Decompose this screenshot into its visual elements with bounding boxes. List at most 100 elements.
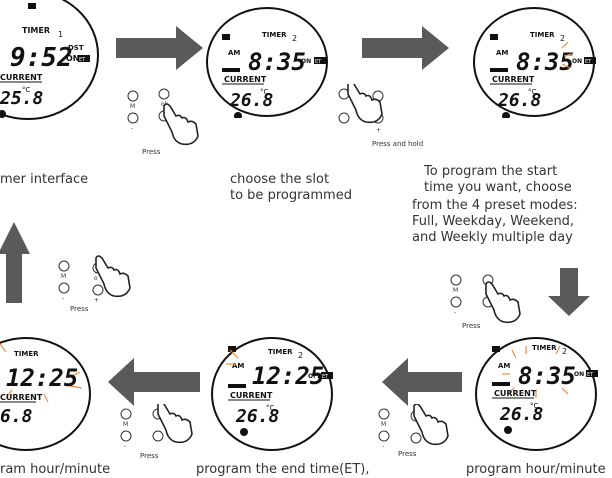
ok-button[interactable] bbox=[158, 88, 170, 100]
minus-button[interactable] bbox=[120, 430, 132, 442]
caption-choose-slot-1: choose the slot bbox=[230, 172, 330, 187]
svg-text:8:35: 8:35 bbox=[248, 48, 306, 76]
plus-button[interactable] bbox=[410, 432, 422, 444]
svg-text:26.8: 26.8 bbox=[229, 90, 273, 111]
caption-choose-slot-2: to be programmed bbox=[230, 188, 352, 203]
hand-pointer-icon bbox=[95, 255, 131, 298]
svg-text:12:25: 12:25 bbox=[6, 364, 78, 392]
press-label-3: Press bbox=[398, 450, 417, 458]
svg-text:°C: °C bbox=[266, 404, 275, 412]
plus-button[interactable] bbox=[152, 430, 164, 442]
svg-text:ET: ET bbox=[322, 374, 329, 380]
svg-text:+: + bbox=[376, 127, 381, 134]
svg-text:2: 2 bbox=[560, 34, 565, 43]
svg-text:M: M bbox=[61, 273, 66, 280]
thermostat-screen-2: AM TIMER 2 8:35 ON ET CURRENT 26.8 °C bbox=[206, 7, 328, 118]
svg-text:8:35: 8:35 bbox=[518, 362, 576, 390]
svg-text:+: + bbox=[94, 297, 99, 304]
hand-pointer-icon bbox=[347, 84, 383, 124]
svg-text:CURRENT: CURRENT bbox=[0, 393, 43, 402]
svg-text:-: - bbox=[454, 309, 456, 316]
press-and-hold-label: Press and hold bbox=[372, 140, 424, 148]
svg-text:ET: ET bbox=[315, 59, 322, 65]
svg-text:ON: ON bbox=[572, 58, 582, 65]
svg-text:TIMER: TIMER bbox=[14, 350, 39, 358]
svg-text:M: M bbox=[123, 421, 128, 428]
svg-text:°C: °C bbox=[528, 88, 537, 96]
minus-button[interactable] bbox=[338, 112, 350, 124]
arrow-right-2 bbox=[362, 26, 449, 70]
minus-button[interactable] bbox=[127, 112, 139, 124]
arrow-left-1 bbox=[382, 358, 462, 406]
svg-text:1: 1 bbox=[58, 30, 63, 39]
button-cluster-5: M - bbox=[120, 404, 193, 450]
svg-text:CURRENT: CURRENT bbox=[494, 389, 537, 398]
thermostat-screen-1: TIMER 1 9:52 DST ON ET CURRENT 25.8 °C bbox=[0, 0, 99, 120]
svg-text:CURRENT: CURRENT bbox=[0, 73, 43, 82]
svg-text:25.8: 25.8 bbox=[0, 88, 43, 109]
svg-text:TIMER: TIMER bbox=[262, 31, 287, 39]
arrow-down bbox=[548, 268, 590, 316]
svg-text:6.8: 6.8 bbox=[0, 406, 33, 427]
press-label-1: Press bbox=[142, 148, 161, 156]
caption-program-end-time: program the end time(ET), bbox=[196, 462, 370, 477]
svg-text:M: M bbox=[453, 287, 458, 294]
hand-pointer-icon bbox=[163, 103, 199, 146]
thermostat-screen-4: AM TIMER 2 8:35 ON ET CURRENT 26.8 °C bbox=[475, 337, 598, 451]
minus-button[interactable] bbox=[58, 282, 70, 294]
m-button[interactable] bbox=[120, 408, 132, 420]
press-label-4: Press bbox=[140, 452, 159, 460]
svg-text:9:52: 9:52 bbox=[10, 43, 73, 73]
svg-text:TIMER: TIMER bbox=[268, 348, 293, 356]
svg-text:CURRENT: CURRENT bbox=[230, 391, 273, 400]
svg-text:CURRENT: CURRENT bbox=[492, 75, 535, 84]
svg-text:DST: DST bbox=[68, 44, 84, 52]
button-cluster-1: M ok - bbox=[127, 88, 199, 146]
caption-program-hour-minute: program hour/minute bbox=[466, 462, 606, 477]
svg-text:ET: ET bbox=[79, 57, 86, 63]
svg-text:ON: ON bbox=[574, 371, 584, 378]
svg-text:26.8: 26.8 bbox=[497, 90, 541, 111]
svg-text:TIMER: TIMER bbox=[530, 31, 555, 39]
svg-text:AM: AM bbox=[498, 362, 510, 370]
caption-program-start-5: and Weekly multiple day bbox=[412, 230, 573, 245]
button-cluster-2: ok + bbox=[338, 84, 384, 134]
svg-text:26.8: 26.8 bbox=[499, 404, 543, 425]
svg-text:-: - bbox=[124, 443, 126, 450]
svg-text:M: M bbox=[130, 103, 135, 110]
svg-text:o: o bbox=[94, 275, 98, 282]
button-cluster-4: M - bbox=[378, 404, 449, 450]
svg-text:2: 2 bbox=[298, 351, 303, 360]
svg-text:ET: ET bbox=[585, 59, 592, 65]
svg-text:ON: ON bbox=[301, 58, 311, 65]
svg-text:-: - bbox=[382, 443, 384, 450]
m-button[interactable] bbox=[58, 260, 70, 272]
svg-text:M: M bbox=[381, 421, 386, 428]
svg-text:TIMER: TIMER bbox=[22, 26, 50, 35]
caption-program-hour-minute-2: ram hour/minute bbox=[0, 462, 111, 477]
arrow-up bbox=[0, 222, 30, 303]
svg-text:°C: °C bbox=[260, 88, 269, 96]
svg-text:OFF: OFF bbox=[308, 373, 321, 380]
svg-text:°C: °C bbox=[530, 402, 539, 410]
minus-button[interactable] bbox=[450, 296, 462, 308]
press-label-5: Press bbox=[70, 305, 89, 313]
svg-text:CURRENT: CURRENT bbox=[224, 75, 267, 84]
thermostat-screen-6: TIMER 12:25 CURRENT 6.8 bbox=[0, 337, 91, 451]
m-button[interactable] bbox=[127, 90, 139, 102]
svg-text:TIMER: TIMER bbox=[532, 344, 557, 352]
hand-pointer-icon bbox=[157, 404, 193, 444]
svg-text:AM: AM bbox=[228, 49, 240, 57]
hand-pointer-icon bbox=[413, 404, 449, 446]
m-button[interactable] bbox=[378, 408, 390, 420]
caption-program-start-4: Full, Weekday, Weekend, bbox=[412, 214, 575, 229]
minus-button[interactable] bbox=[378, 430, 390, 442]
svg-text:-: - bbox=[131, 125, 133, 132]
m-button[interactable] bbox=[450, 274, 462, 286]
caption-timer-interface: mer interface bbox=[0, 172, 89, 187]
press-label-2: Press bbox=[462, 322, 481, 330]
svg-text:ON: ON bbox=[66, 54, 80, 63]
svg-text:8:35: 8:35 bbox=[516, 48, 574, 76]
plus-button[interactable] bbox=[92, 284, 104, 296]
